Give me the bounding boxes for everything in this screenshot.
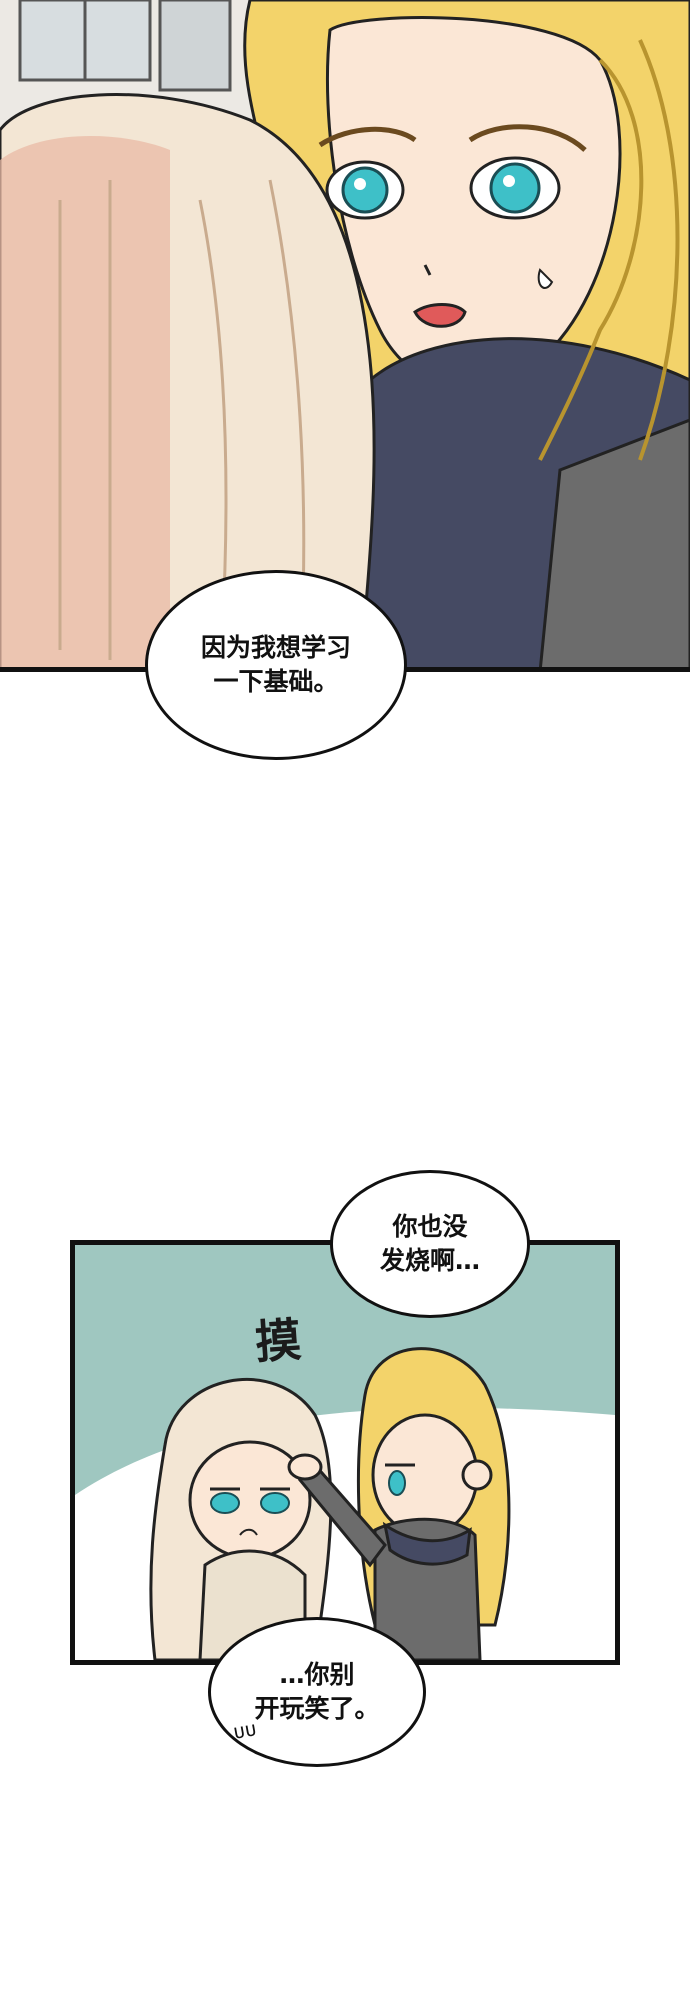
sound-effect-pat: 摸 [253, 1312, 304, 1370]
speech-bubble-top: 因为我想学习 一下基础。 [145, 570, 407, 760]
comic-panel-bottom [70, 1240, 620, 1665]
speech-text-bottom-top: 你也没 发烧啊… [379, 1212, 480, 1275]
panel-bottom-art [75, 1245, 615, 1660]
speech-text-bottom: …你别 开玩笑了。 [254, 1660, 380, 1723]
speech-bubble-bottom-top: 你也没 发烧啊… [330, 1170, 530, 1318]
comic-panel-top [0, 0, 690, 672]
speech-text-top: 因为我想学习 一下基础。 [200, 633, 351, 696]
panel-top-art [0, 0, 690, 667]
sound-effect-small: ᴜᴜ [231, 1716, 258, 1744]
speech-bubble-bottom: …你别 开玩笑了。 [208, 1617, 426, 1767]
